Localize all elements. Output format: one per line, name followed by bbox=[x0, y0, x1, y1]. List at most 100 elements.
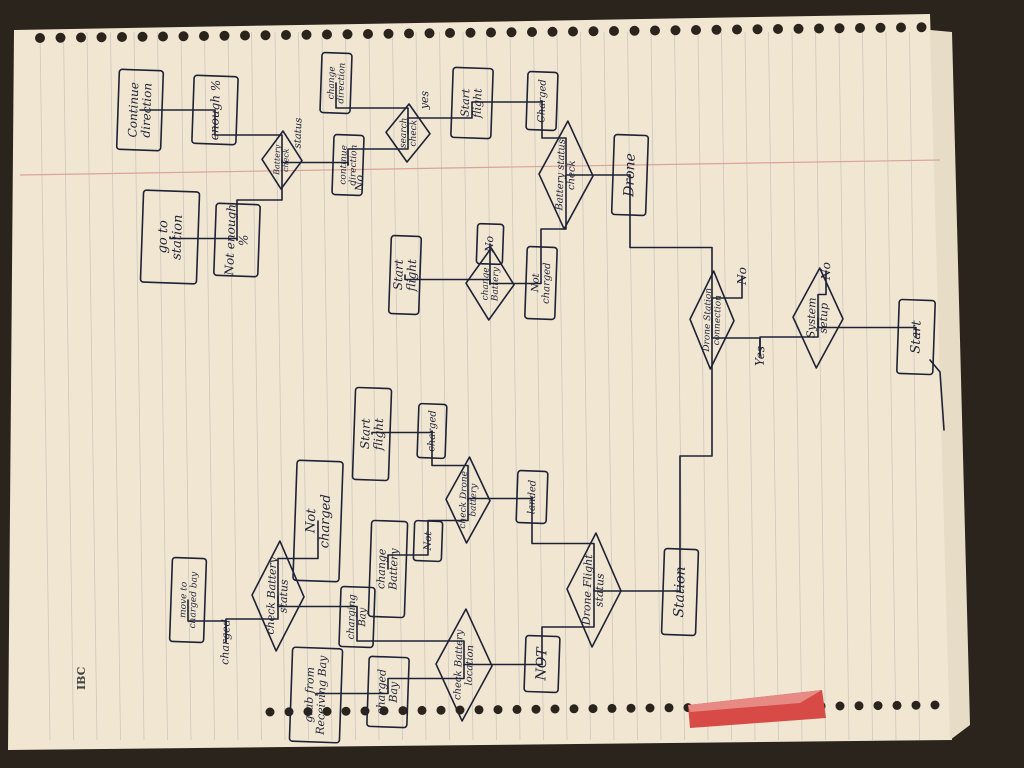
node-label: Yes bbox=[752, 346, 767, 367]
node-setup-yes: Yes bbox=[752, 346, 767, 367]
node-label: Continuedirection bbox=[125, 82, 154, 138]
node-label: Battery statuscheck bbox=[554, 139, 579, 212]
node-label: move tocharged bay bbox=[178, 571, 200, 629]
connector-check-battery-location-to-charging-bay bbox=[356, 616, 465, 666]
connectors bbox=[139, 82, 945, 696]
connector-check-battery-status-to-not-charged-2 bbox=[277, 520, 319, 597]
node-change-battery-2: changeBattery bbox=[367, 519, 409, 619]
node-go-to-station: go tostation bbox=[139, 189, 201, 285]
connector-check-drone-battery-to-charged-2 bbox=[431, 430, 469, 501]
node-label: searchcheck bbox=[398, 117, 419, 148]
node-start: Start bbox=[896, 298, 936, 376]
connector-search-check-to-continue-direction-small bbox=[347, 132, 409, 166]
node-not-enough: Not enough% bbox=[213, 202, 261, 278]
node-check-battery-location: check Batterylocation bbox=[435, 608, 493, 722]
node-status-label: status bbox=[292, 117, 304, 148]
paper-page bbox=[8, 14, 952, 750]
node-not-2: Not bbox=[412, 519, 444, 563]
connector-charged-label-to-move-to-charged-bay bbox=[187, 599, 227, 643]
node-drone-station-connection: Drone Stationconnection bbox=[689, 270, 735, 370]
node-charged-bay: chargedBay bbox=[366, 655, 410, 729]
node-start-flight-3: Startflight bbox=[351, 386, 393, 482]
node-grab-from-receiving-bay: grab fromReceiving Bay bbox=[288, 646, 344, 744]
node-label: enough % bbox=[206, 80, 222, 141]
node-yes-label: yes bbox=[418, 90, 432, 110]
node-charging-bay: chargingBay bbox=[338, 585, 376, 649]
connector-not-enough-to-go-to-station bbox=[169, 236, 238, 241]
node-label: No bbox=[483, 235, 497, 253]
connector-battery-check-small-to-not-enough bbox=[236, 159, 283, 241]
node-label: Station bbox=[671, 566, 689, 618]
node-label: Charged bbox=[536, 79, 549, 123]
node-system-setup: Systemsetup bbox=[792, 267, 844, 369]
connector-battery-status-check-to-charged bbox=[541, 100, 567, 176]
node-search-check: searchcheck bbox=[385, 103, 431, 163]
node-no-label: No bbox=[475, 222, 505, 266]
connector-drone-flight-status-to-landed bbox=[531, 496, 595, 591]
node-charged-label: charged bbox=[218, 619, 233, 665]
connector-change-battery-1-to-start-flight-2 bbox=[404, 274, 491, 285]
node-conn-no: No bbox=[734, 267, 749, 286]
connector-not-to-check-battery-location bbox=[463, 663, 543, 666]
node-label: Startflight bbox=[458, 87, 484, 119]
node-drone-flight-status: Drone Flightstatus bbox=[566, 532, 622, 648]
connector-battery-status-check-to-not-charged bbox=[540, 174, 567, 284]
node-landed: landed bbox=[515, 469, 549, 525]
node-label: changeBattery bbox=[480, 266, 501, 303]
node-label: yes bbox=[418, 90, 432, 110]
connector-not-2-to-change-battery-2 bbox=[387, 540, 429, 570]
node-not-charged-2: Notcharged bbox=[292, 459, 344, 583]
connector-check-drone-battery-to-not-2 bbox=[427, 499, 469, 542]
connector-search-check-to-change-direction bbox=[335, 82, 409, 134]
connector-battery-check-small-to-enough bbox=[214, 109, 283, 161]
node-label: No bbox=[734, 267, 749, 286]
node-label: changeBattery bbox=[374, 547, 401, 591]
node-label: No bbox=[818, 262, 833, 281]
node-no-label-2: No bbox=[353, 174, 367, 192]
node-label: check Batterylocation bbox=[452, 629, 476, 701]
node-label: Drone Stationconnection bbox=[701, 288, 723, 354]
node-move-to-charged-bay: move tocharged bay bbox=[168, 556, 208, 644]
node-label: No bbox=[353, 174, 367, 192]
node-battery-check-small: Batterycheck bbox=[261, 130, 303, 190]
node-label: Not bbox=[422, 530, 434, 551]
node-change-battery-1: changeBattery bbox=[465, 247, 515, 321]
node-label: chargingBay bbox=[345, 594, 369, 640]
node-label: Not enough% bbox=[222, 204, 252, 277]
node-label: status bbox=[292, 117, 304, 148]
node-station: Station bbox=[660, 547, 700, 637]
node-label: chargedBay bbox=[374, 669, 401, 716]
connector-drone-station-connection-to-station bbox=[679, 319, 713, 593]
node-change-direction: changedirection bbox=[319, 51, 353, 115]
node-label: Batterycheck bbox=[272, 144, 291, 176]
node-charged-2: charged bbox=[416, 402, 448, 460]
brand-label: IBC bbox=[75, 666, 88, 690]
node-label: check Batterystatus bbox=[264, 556, 292, 635]
paper-edge bbox=[930, 30, 970, 740]
node-label: continuedirection bbox=[338, 144, 359, 186]
node-label: check Dronebattery bbox=[458, 471, 480, 529]
node-label: Drone Flightstatus bbox=[580, 553, 608, 626]
node-label: charged bbox=[218, 619, 233, 665]
node-check-battery-status: check Batterystatus bbox=[251, 540, 305, 652]
node-label: Notcharged bbox=[529, 262, 552, 304]
node-not-charged: Notcharged bbox=[524, 245, 558, 321]
node-continue-direction-small: continuedirection bbox=[331, 133, 365, 197]
connector-charged-bay-to-grab-from-receiving-bay bbox=[315, 691, 389, 696]
node-start-flight-2: Startflight bbox=[387, 234, 423, 316]
node-label: Startflight bbox=[390, 258, 418, 292]
connector-station-to-drone-flight-status bbox=[593, 589, 681, 593]
node-setup-no: No bbox=[818, 262, 833, 281]
node-label: Startflight bbox=[357, 417, 385, 451]
node-battery-status-check: Battery statuscheck bbox=[538, 120, 594, 230]
connector-drone-station-connection-to-drone bbox=[629, 174, 713, 321]
node-label: Notcharged bbox=[302, 494, 333, 549]
node-check-drone-battery: check Dronebattery bbox=[445, 456, 491, 544]
node-label: changedirection bbox=[326, 62, 347, 104]
connector-charged-2-to-start-flight-3 bbox=[371, 430, 433, 435]
node-label: landed bbox=[526, 480, 538, 515]
spiral-holes bbox=[35, 22, 940, 717]
node-continue-direction: Continuedirection bbox=[115, 68, 165, 152]
